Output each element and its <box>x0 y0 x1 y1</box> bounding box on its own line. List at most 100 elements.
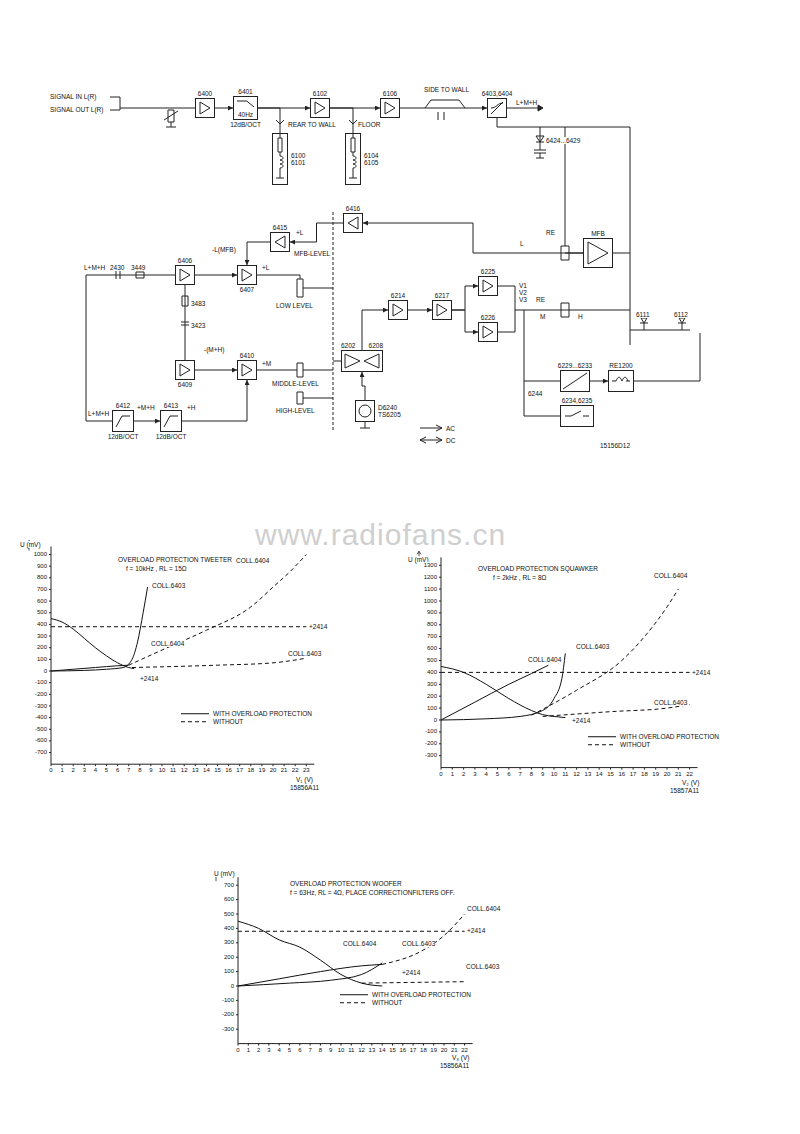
side-switch <box>425 100 465 120</box>
tick-label: 20 <box>270 767 277 774</box>
tick-label: 1 <box>247 1047 250 1054</box>
symbol <box>176 361 194 379</box>
tick-label: 600 <box>224 896 234 903</box>
chart-annotation: +2414 <box>692 669 710 676</box>
part-number: 6413 <box>164 402 178 409</box>
tick-label: 6 <box>116 767 119 774</box>
part-number: 6226 <box>481 314 495 321</box>
symbol-stroke <box>565 411 589 416</box>
tick-label: 100 <box>427 705 437 712</box>
tick-label: 23 <box>303 767 310 774</box>
symbol <box>609 371 633 391</box>
tick-label: 200 <box>224 954 234 961</box>
signal-label: L+M+H <box>516 99 537 106</box>
level-pots <box>257 275 341 404</box>
tick-label: 21 <box>451 1047 458 1054</box>
tick-label: 0 <box>44 668 47 675</box>
tick-label: 0 <box>236 1047 239 1054</box>
signal-label: 6244 <box>528 390 542 397</box>
chart-annotation: +2414 <box>467 927 485 934</box>
symbol <box>238 361 256 379</box>
symbol-stroke <box>385 102 395 114</box>
amplifier-block: 6406 <box>175 265 195 285</box>
part-number: 12dB/OCT <box>230 121 261 128</box>
tick-label: 13 <box>192 767 199 774</box>
tick-label: 17 <box>236 767 243 774</box>
signal-label: -L(MFB) <box>212 246 236 253</box>
led-symbol <box>640 318 686 330</box>
signal-label: H <box>578 313 583 320</box>
symbol-stroke <box>116 416 130 427</box>
symbol-stroke <box>237 101 254 107</box>
chart-annotation: COLL.6404 <box>343 940 376 947</box>
tick-label: 21 <box>281 767 288 774</box>
chart-annotation: OVERLOAD PROTECTION TWEETER <box>118 556 232 563</box>
amplifier-block: 6409 <box>175 360 195 380</box>
part-number: 6410 <box>240 352 254 359</box>
tick-label: -200 <box>35 691 47 698</box>
signal-connector <box>362 310 388 350</box>
tick-label: 1100 <box>424 586 437 593</box>
tick-label: 700 <box>427 633 437 640</box>
tick-label: 14 <box>379 1047 386 1054</box>
chart-annotation: COLL.6403 <box>402 940 435 947</box>
tick-label: -600 <box>35 737 47 744</box>
symbol <box>356 401 374 421</box>
signal-connector <box>452 286 478 310</box>
signal-label: 3449 <box>131 264 145 271</box>
tick-label: 11 <box>170 767 176 774</box>
signal-connector <box>400 108 487 109</box>
signal-label: SIDE TO WALL <box>424 86 469 93</box>
symbol-stroke <box>164 416 178 427</box>
tick-label: 15 <box>607 771 614 778</box>
tick-label: 4 <box>485 771 488 778</box>
symbol-stroke <box>348 217 358 229</box>
signal-label: +H <box>187 404 196 411</box>
tick-label: -700 <box>35 749 47 756</box>
tick-label: 500 <box>37 609 47 616</box>
legend-text: WITH OVERLOAD PROTECTION <box>620 733 719 740</box>
tick-label: -300 <box>35 703 47 710</box>
legend-text: WITH OVERLOAD PROTECTION <box>372 991 471 998</box>
signal-label: 6111 <box>636 311 650 318</box>
chart-axes <box>27 541 314 767</box>
signal-label: L+M+H <box>88 410 109 417</box>
symbol-stroke <box>483 280 493 292</box>
tick-label: 500 <box>427 657 437 664</box>
tick-label: 5 <box>105 767 108 774</box>
part-number: 6214 <box>391 292 405 299</box>
part-number: 6100 6101 <box>291 152 309 167</box>
tick-label: 900 <box>37 563 47 570</box>
symbol-stroke <box>345 354 360 368</box>
output-wire <box>507 108 538 109</box>
tick-label: 300 <box>37 633 47 640</box>
signal-label: 2430 <box>110 264 124 271</box>
tick-label: 4 <box>278 1047 281 1054</box>
tick-label: 2 <box>462 771 465 778</box>
part-number: 12dB/OCT <box>156 433 187 440</box>
signal-label: M <box>540 313 545 320</box>
tick-label: 5 <box>288 1047 291 1054</box>
correction-network: 6104 6105 <box>345 133 361 185</box>
chart-annotation: COLL.6404 <box>654 572 687 579</box>
tick-label: 2 <box>257 1047 260 1054</box>
tick-label: 700 <box>224 882 234 889</box>
tick-label: 10 <box>159 767 166 774</box>
part-number: 6412 <box>116 402 130 409</box>
tick-label: -400 <box>35 714 47 721</box>
signal-label: MIDDLE-LEVEL <box>272 380 319 387</box>
legend-swatch <box>181 713 209 714</box>
tick-label: 1300 <box>424 562 437 569</box>
signal-label: 3423 <box>191 322 205 329</box>
part-number: 6217 <box>435 292 449 299</box>
chart-curve <box>238 931 465 932</box>
tick-label: -100 <box>35 679 47 686</box>
tick-label: 12 <box>358 1047 365 1054</box>
part-number: 6403,6404 <box>482 90 513 97</box>
tick-label: 14 <box>596 771 603 778</box>
tick-label: 15 <box>214 767 221 774</box>
tick-label: 600 <box>427 645 437 652</box>
